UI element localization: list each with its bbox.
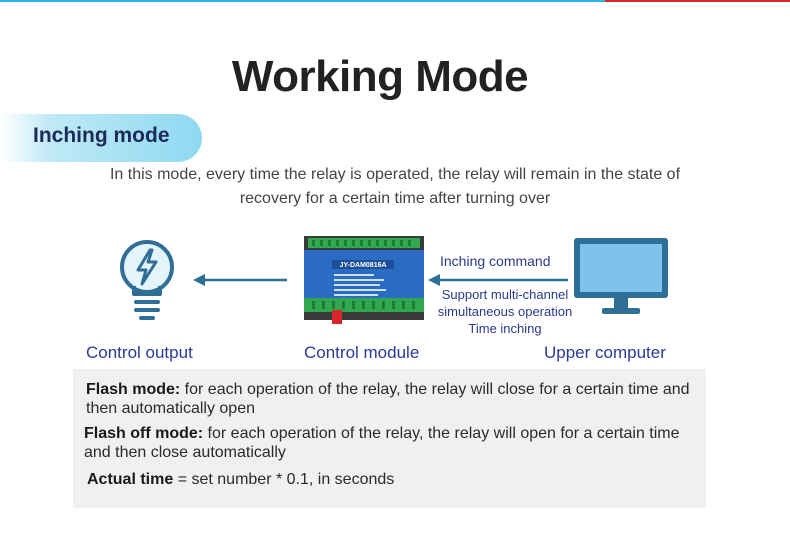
caption-upper-computer: Upper computer bbox=[544, 343, 666, 362]
inching-command-label: Inching command bbox=[440, 253, 551, 269]
caption-control-output: Control output bbox=[86, 343, 193, 362]
support-line: simultaneous operation bbox=[437, 304, 573, 319]
support-text: Support multi-channel simultaneous opera… bbox=[430, 286, 580, 337]
relay-module: JY-DAM0816A bbox=[304, 236, 424, 324]
module-model-label: JY-DAM0816A bbox=[339, 262, 386, 269]
flash-off-mode-label: Flash off mode: bbox=[84, 425, 204, 442]
monitor-icon bbox=[574, 238, 668, 314]
flash-off-mode-text: for each operation of the relay, the rel… bbox=[84, 425, 680, 461]
page-title: Working Mode bbox=[231, 52, 529, 101]
info-box bbox=[73, 369, 706, 508]
support-line: Time inching bbox=[468, 321, 542, 336]
actual-time-text: = set number * 0.1, in seconds bbox=[173, 471, 395, 488]
arrow-left-icon bbox=[428, 274, 568, 286]
mode-tab: Inching mode bbox=[0, 114, 202, 162]
caption-control-module: Control module bbox=[304, 343, 420, 362]
support-line: Support multi-channel bbox=[441, 287, 569, 302]
actual-time-label: Actual time bbox=[87, 471, 174, 488]
flash-off-mode-info: Flash off mode: for each operation of th… bbox=[84, 424, 694, 462]
lightning-bulb-icon bbox=[120, 240, 174, 320]
arrow-left-icon bbox=[193, 274, 287, 286]
flash-mode-info: Flash mode: for each operation of the re… bbox=[86, 380, 696, 418]
flash-mode-label: Flash mode: bbox=[86, 381, 181, 398]
top-accent-line-red bbox=[605, 0, 790, 2]
top-accent-line-cyan bbox=[0, 0, 605, 2]
flash-mode-text: for each operation of the relay, the rel… bbox=[86, 381, 690, 417]
actual-time-info: Actual time = set number * 0.1, in secon… bbox=[87, 470, 697, 489]
mode-description: In this mode, every time the relay is op… bbox=[109, 166, 681, 207]
mode-tab-label: Inching mode bbox=[33, 124, 170, 147]
